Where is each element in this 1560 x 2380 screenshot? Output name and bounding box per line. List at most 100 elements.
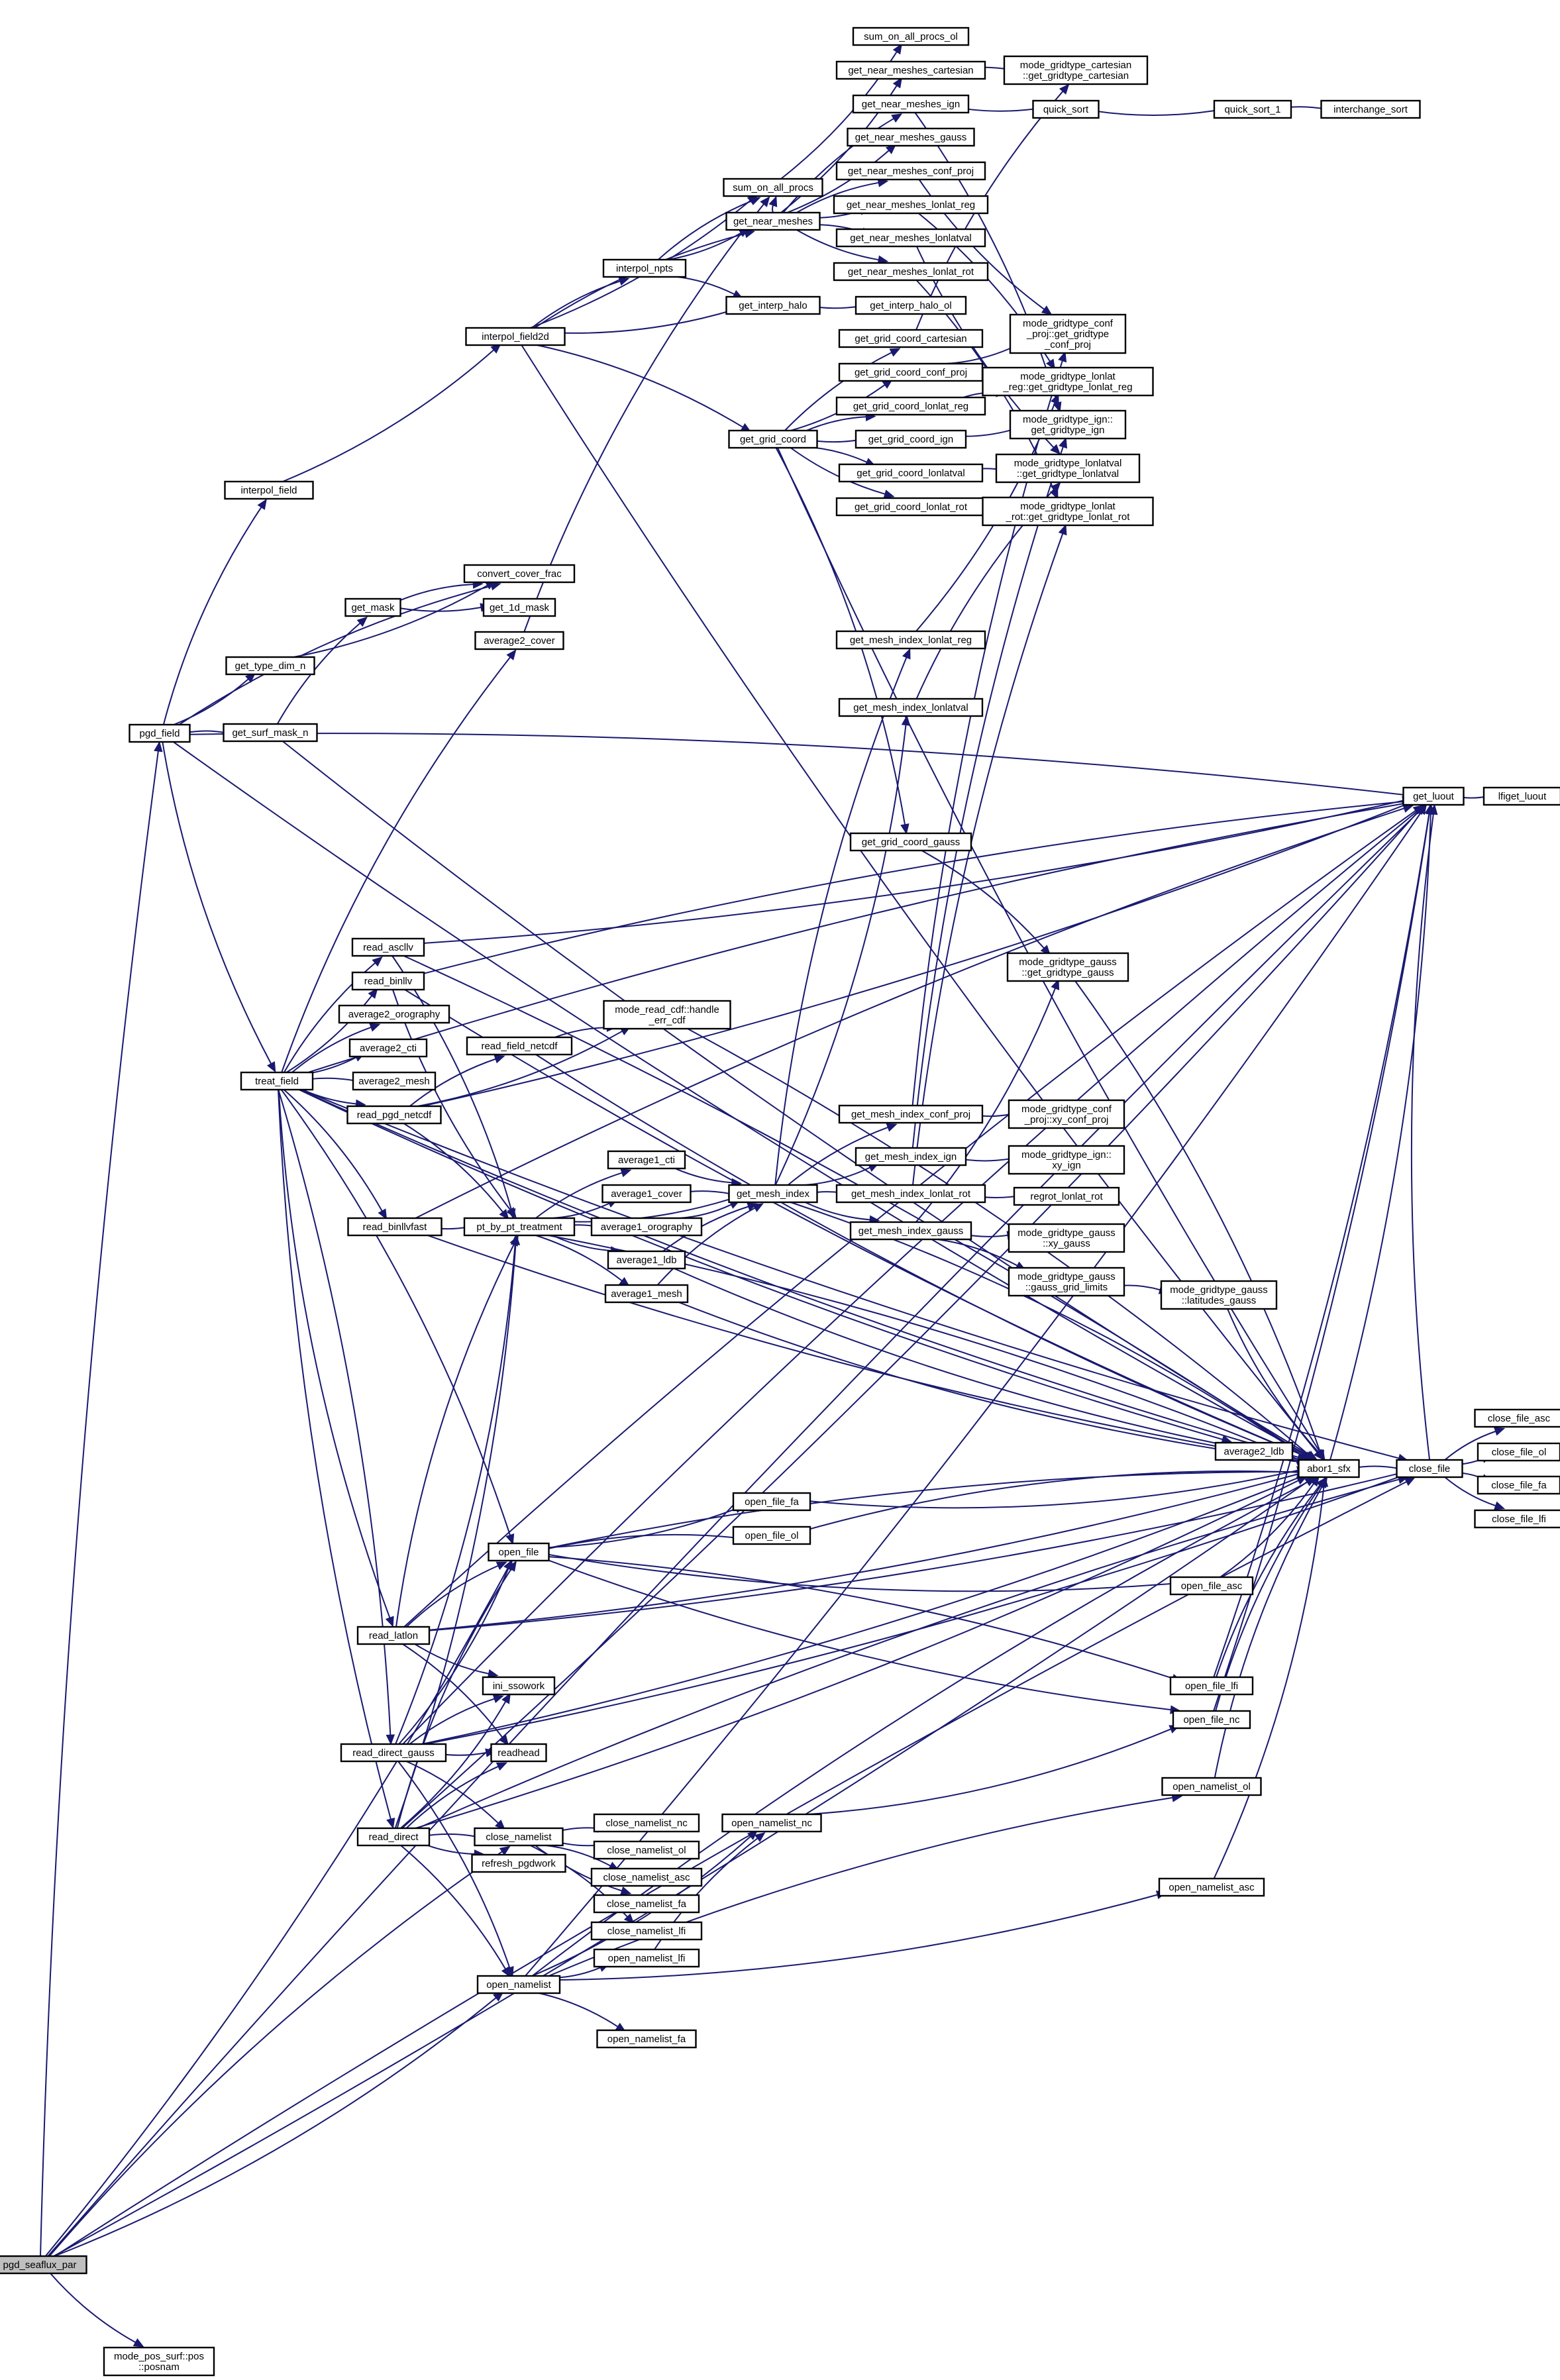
node-get-grid-coord[interactable]: get_grid_coord xyxy=(728,429,818,449)
node-lfiget-luout[interactable]: lfiget_luout xyxy=(1482,786,1560,806)
node-close-namelist-nc[interactable]: close_namelist_nc xyxy=(593,1813,700,1833)
node-treat-field[interactable]: treat_field xyxy=(240,1071,314,1091)
node-interpol-field[interactable]: interpol_field xyxy=(224,480,314,500)
node-xy-ign[interactable]: mode_gridtype_ign::xy_ign xyxy=(1008,1145,1125,1175)
node-quick-sort[interactable]: quick_sort xyxy=(1032,99,1100,119)
node-gt-gauss[interactable]: mode_gridtype_gauss::get_gridtype_gauss xyxy=(1006,952,1129,982)
node-xy-gauss[interactable]: mode_gridtype_gauss::xy_gauss xyxy=(1008,1223,1125,1253)
node-pgd-seaflux-par[interactable]: pgd_seaflux_par xyxy=(0,2255,87,2275)
node-average2-orography[interactable]: average2_orography xyxy=(338,1004,450,1024)
node-read-direct[interactable]: read_direct xyxy=(356,1827,431,1847)
node-pt-by-pt-treatment[interactable]: pt_by_pt_treatment xyxy=(463,1217,576,1237)
node-gauss-grid-limits[interactable]: mode_gridtype_gauss::gauss_grid_limits xyxy=(1008,1267,1125,1297)
node-close-namelist-lfi[interactable]: close_namelist_lfi xyxy=(590,1921,703,1941)
node-average2-cover[interactable]: average2_cover xyxy=(474,631,564,650)
node-open-file[interactable]: open_file xyxy=(488,1542,550,1562)
node-gt-lonlat-rot[interactable]: mode_gridtype_lonlat_rot::get_gridtype_l… xyxy=(982,496,1154,527)
node-open-namelist-nc[interactable]: open_namelist_nc xyxy=(721,1813,822,1833)
node-refresh-pgdwork[interactable]: refresh_pgdwork xyxy=(471,1853,566,1873)
node-gt-lonlatval[interactable]: mode_gridtype_lonlatval::get_gridtype_lo… xyxy=(995,453,1141,484)
node-average2-cti[interactable]: average2_cti xyxy=(348,1038,428,1058)
node-get-grid-coord-ign[interactable]: get_grid_coord_ign xyxy=(855,429,967,449)
node-read-binllv[interactable]: read_binllv xyxy=(351,971,425,991)
node-open-file-nc[interactable]: open_file_nc xyxy=(1172,1710,1251,1730)
node-read-direct-gauss[interactable]: read_direct_gauss xyxy=(340,1743,447,1763)
node-convert-cover-frac[interactable]: convert_cover_frac xyxy=(463,564,576,584)
node-close-file-lfi[interactable]: close_file_lfi xyxy=(1474,1509,1560,1529)
node-open-namelist[interactable]: open_namelist xyxy=(476,1975,561,1994)
node-get-surf-mask-n[interactable]: get_surf_mask_n xyxy=(223,723,318,743)
node-get-near-meshes-cartesian[interactable]: get_near_meshes_cartesian xyxy=(835,60,986,80)
node-close-file[interactable]: close_file xyxy=(1396,1459,1463,1478)
node-open-file-ol[interactable]: open_file_ol xyxy=(732,1526,811,1545)
node-close-file-fa[interactable]: close_file_fa xyxy=(1477,1475,1560,1495)
node-average1-cti[interactable]: average1_cti xyxy=(607,1150,686,1170)
node-gt-cartesian[interactable]: mode_gridtype_cartesian::get_gridtype_ca… xyxy=(1003,55,1149,85)
node-get-grid-coord-gauss[interactable]: get_grid_coord_gauss xyxy=(849,832,972,852)
node-open-file-asc[interactable]: open_file_asc xyxy=(1169,1576,1254,1596)
node-latitudes-gauss[interactable]: mode_gridtype_gauss::latitudes_gauss xyxy=(1160,1280,1278,1310)
node-read-pgd-netcdf[interactable]: read_pgd_netcdf xyxy=(346,1105,442,1125)
node-get-mesh-index-lonlat-rot[interactable]: get_mesh_index_lonlat_rot xyxy=(835,1184,986,1204)
node-get-near-meshes-lonlat-reg[interactable]: get_near_meshes_lonlat_reg xyxy=(833,195,989,215)
node-posnam[interactable]: mode_pos_surf::pos::posnam xyxy=(103,2346,215,2377)
node-average1-orography[interactable]: average1_orography xyxy=(590,1217,703,1237)
node-get-luout[interactable]: get_luout xyxy=(1402,786,1465,806)
node-get-mesh-index-lonlat-reg[interactable]: get_mesh_index_lonlat_reg xyxy=(835,630,986,650)
node-get-near-meshes-lonlatval[interactable]: get_near_meshes_lonlatval xyxy=(835,228,986,248)
node-get-mesh-index[interactable]: get_mesh_index xyxy=(728,1184,818,1204)
node-average2-mesh[interactable]: average2_mesh xyxy=(352,1071,437,1091)
node-get-1d-mask[interactable]: get_1d_mask xyxy=(482,597,556,617)
node-interpol-field2d[interactable]: interpol_field2d xyxy=(465,327,566,346)
node-average2-ldb[interactable]: average2_ldb xyxy=(1214,1441,1294,1461)
node-open-file-fa[interactable]: open_file_fa xyxy=(732,1492,811,1512)
node-close-namelist-ol[interactable]: close_namelist_ol xyxy=(593,1840,700,1860)
node-get-mesh-index-gauss[interactable]: get_mesh_index_gauss xyxy=(849,1221,972,1241)
node-xy-conf-proj[interactable]: mode_gridtype_conf_proj::xy_conf_proj xyxy=(1008,1099,1125,1129)
node-close-file-asc[interactable]: close_file_asc xyxy=(1474,1408,1560,1428)
node-get-near-meshes-gauss[interactable]: get_near_meshes_gauss xyxy=(847,127,975,147)
node-get-type-dim-n[interactable]: get_type_dim_n xyxy=(225,656,315,676)
node-get-interp-halo-ol[interactable]: get_interp_halo_ol xyxy=(855,295,967,315)
node-ini-ssowork[interactable]: ini_ssowork xyxy=(482,1676,556,1696)
node-close-namelist[interactable]: close_namelist xyxy=(474,1827,564,1847)
node-get-grid-coord-lonlatval[interactable]: get_grid_coord_lonlatval xyxy=(838,463,984,483)
node-sum-on-all-procs-ol[interactable]: sum_on_all_procs_ol xyxy=(852,26,970,46)
node-get-grid-coord-conf-proj[interactable]: get_grid_coord_conf_proj xyxy=(838,362,984,382)
node-average1-ldb[interactable]: average1_ldb xyxy=(607,1250,686,1270)
node-open-file-lfi[interactable]: open_file_lfi xyxy=(1169,1676,1254,1696)
node-open-namelist-asc[interactable]: open_namelist_asc xyxy=(1158,1877,1265,1897)
node-readhead[interactable]: readhead xyxy=(490,1743,547,1763)
node-average1-mesh[interactable]: average1_mesh xyxy=(604,1284,689,1304)
node-get-near-meshes-lonlat-rot[interactable]: get_near_meshes_lonlat_rot xyxy=(833,262,989,282)
node-open-namelist-ol[interactable]: open_namelist_ol xyxy=(1161,1777,1262,1796)
node-get-mesh-index-ign[interactable]: get_mesh_index_ign xyxy=(855,1147,967,1166)
node-get-near-meshes-ign[interactable]: get_near_meshes_ign xyxy=(852,94,970,114)
node-close-namelist-fa[interactable]: close_namelist_fa xyxy=(593,1894,700,1914)
node-get-mesh-index-lonlatval[interactable]: get_mesh_index_lonlatval xyxy=(838,698,984,717)
node-read-ascllv[interactable]: read_ascllv xyxy=(351,937,425,957)
node-interpol-npts[interactable]: interpol_npts xyxy=(602,258,687,278)
node-regrot-lonlat-rot[interactable]: regrot_lonlat_rot xyxy=(1013,1186,1120,1206)
node-get-near-meshes-conf-proj[interactable]: get_near_meshes_conf_proj xyxy=(835,161,986,181)
node-read-binllvfast[interactable]: read_binllvfast xyxy=(347,1217,442,1237)
node-abor1-sfx[interactable]: abor1_sfx xyxy=(1298,1459,1360,1478)
node-get-near-meshes[interactable]: get_near_meshes xyxy=(725,211,821,231)
node-average1-cover[interactable]: average1_cover xyxy=(601,1184,692,1204)
node-read-latlon[interactable]: read_latlon xyxy=(356,1626,431,1645)
node-get-grid-coord-cartesian[interactable]: get_grid_coord_cartesian xyxy=(838,329,984,348)
node-pgd-field[interactable]: pgd_field xyxy=(129,723,191,743)
node-get-grid-coord-lonlat-reg[interactable]: get_grid_coord_lonlat_reg xyxy=(835,396,986,416)
node-sum-on-all-procs[interactable]: sum_on_all_procs xyxy=(723,178,823,197)
node-handle-err-cdf[interactable]: mode_read_cdf::handle_err_cdf xyxy=(603,1000,731,1030)
node-gt-conf-proj[interactable]: mode_gridtype_conf_proj::get_gridtype_co… xyxy=(1009,313,1127,354)
node-get-interp-halo[interactable]: get_interp_halo xyxy=(725,295,821,315)
node-quick-sort-1[interactable]: quick_sort_1 xyxy=(1213,99,1292,119)
node-gt-lonlat-reg[interactable]: mode_gridtype_lonlat_reg::get_gridtype_l… xyxy=(982,366,1154,397)
node-read-field-netcdf[interactable]: read_field_netcdf xyxy=(466,1036,573,1056)
node-get-grid-coord-lonlat-rot[interactable]: get_grid_coord_lonlat_rot xyxy=(835,497,986,517)
node-open-namelist-fa[interactable]: open_namelist_fa xyxy=(596,2029,697,2049)
node-get-mesh-index-conf-proj[interactable]: get_mesh_index_conf_proj xyxy=(838,1104,984,1124)
node-get-mask[interactable]: get_mask xyxy=(344,597,401,617)
node-open-namelist-lfi[interactable]: open_namelist_lfi xyxy=(593,1948,700,1968)
